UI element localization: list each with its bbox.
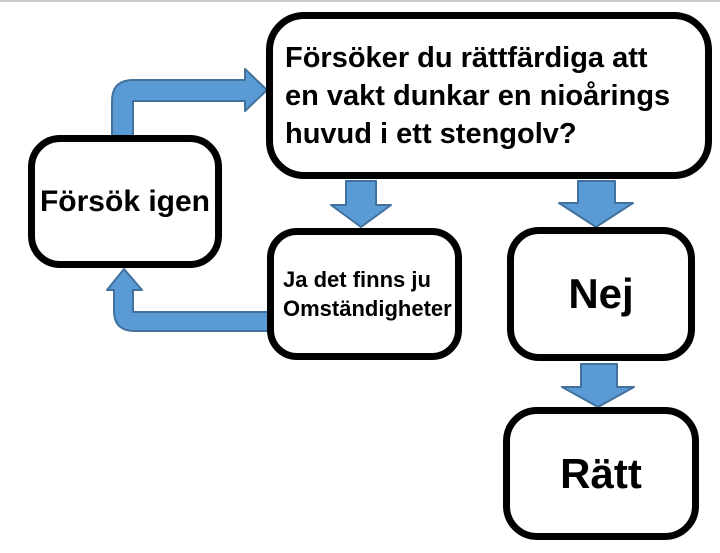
arrow-no-to-right-icon [561, 363, 635, 408]
node-question: Försöker du rättfärdiga att en vakt dunk… [266, 12, 712, 179]
question-line-1: Försöker du rättfärdiga att [285, 41, 648, 74]
excuse-line-1: Ja det finns ju [283, 267, 431, 292]
node-retry: Försök igen [28, 135, 222, 268]
node-excuse: Ja det finns ju Omständigheter [267, 228, 462, 360]
node-right: Rätt [503, 407, 699, 540]
question-line-3: huvud i ett stengolv? [285, 117, 577, 150]
no-label: Nej [568, 270, 634, 317]
top-edge-line [0, 0, 720, 2]
retry-label: Försök igen [39, 184, 211, 218]
arrow-question-to-excuse-icon [330, 180, 392, 228]
arrow-retry-to-question-icon [111, 68, 268, 141]
right-label: Rätt [560, 449, 642, 497]
node-no: Nej [507, 227, 695, 361]
arrow-excuse-to-retry-icon [106, 268, 271, 332]
question-line-2: en vakt dunkar en nioårings [285, 79, 671, 112]
excuse-line-2: Omständigheter [283, 296, 452, 321]
arrow-question-to-no-icon [558, 180, 634, 228]
